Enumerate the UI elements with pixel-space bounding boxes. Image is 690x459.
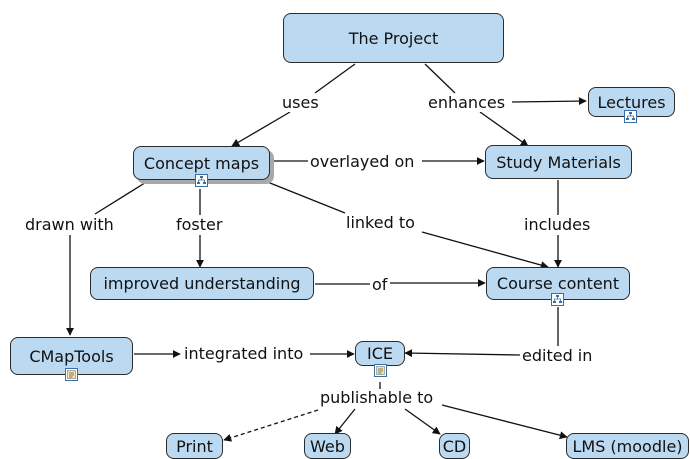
link-linked-to: linked to — [344, 213, 417, 232]
edge-publishable-print — [223, 409, 319, 442]
link-drawn-with: drawn with — [23, 215, 116, 234]
node-ice[interactable]: ICE — [355, 341, 405, 366]
node-lms[interactable]: LMS (moodle) — [566, 433, 689, 459]
document-icon[interactable] — [65, 368, 78, 381]
edge-edited-ice — [404, 349, 521, 358]
link-integrated-into: integrated into — [182, 344, 306, 363]
concept-map-icon[interactable] — [551, 293, 564, 306]
link-of: of — [370, 275, 390, 294]
edge-cm-drawn — [94, 180, 149, 215]
concept-map-icon[interactable] — [624, 110, 637, 123]
edge-enhances-study — [479, 111, 529, 147]
node-study-materials[interactable]: Study Materials — [485, 145, 632, 179]
link-uses: uses — [280, 93, 321, 112]
node-improved-understanding[interactable]: improved understanding — [90, 267, 314, 300]
edge-project-enhances — [424, 63, 456, 94]
edge-project-uses — [314, 63, 356, 94]
edge-uses-concept-maps — [231, 111, 291, 147]
concept-map-icon[interactable] — [195, 174, 208, 187]
edge-publishable-lms — [441, 404, 568, 440]
node-print[interactable]: Print — [166, 433, 223, 459]
link-publishable-to: publishable to — [318, 388, 436, 407]
edge-enhances-lectures — [511, 97, 587, 106]
link-enhances: enhances — [426, 93, 508, 112]
link-edited-in: edited in — [520, 346, 595, 365]
edge-cm-linked — [264, 180, 346, 214]
node-the-project[interactable]: The Project — [283, 13, 504, 63]
node-cd[interactable]: CD — [439, 433, 470, 459]
edge-linked-course — [421, 231, 549, 269]
edge-publishable-cd — [404, 408, 441, 435]
link-includes: includes — [522, 215, 593, 234]
link-foster: foster — [174, 215, 225, 234]
edge-publishable-web — [334, 408, 356, 435]
document-icon[interactable] — [374, 364, 387, 377]
link-overlayed-on: overlayed on — [308, 152, 417, 171]
node-web[interactable]: Web — [304, 433, 351, 459]
